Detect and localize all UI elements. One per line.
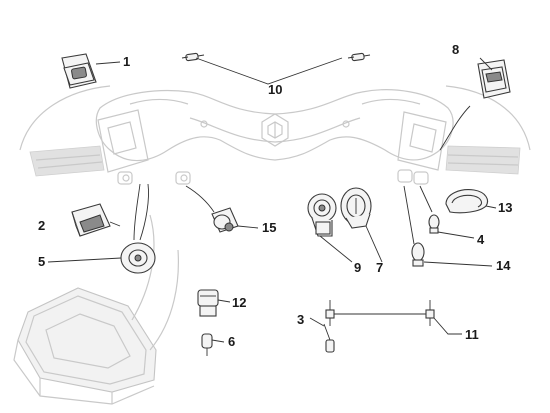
part-6-bulb <box>201 333 213 356</box>
callout-1: 1 <box>123 54 130 69</box>
bulb-right <box>347 52 371 62</box>
part-7-component <box>340 187 372 229</box>
part-5-switch <box>120 183 156 274</box>
callout-4: 4 <box>477 232 485 247</box>
part-12-socket <box>197 289 219 317</box>
part-10-bulbs <box>181 52 371 62</box>
callout-11: 11 <box>465 327 479 342</box>
callout-9: 9 <box>354 260 361 275</box>
part-2-switch <box>71 203 111 237</box>
part-15-switch <box>185 185 239 233</box>
part-11-bulbs <box>325 300 435 326</box>
instrument-panel-ghost <box>13 214 179 405</box>
handlebar-cover-ghost <box>19 85 531 185</box>
part-9-component <box>307 193 337 237</box>
callout-6: 6 <box>228 334 235 349</box>
bulb-left <box>181 52 205 62</box>
callout-10: 10 <box>268 82 282 97</box>
part-1-switch <box>61 53 97 89</box>
callout-15: 15 <box>262 220 276 235</box>
callout-13: 13 <box>498 200 512 215</box>
part-14-bulb <box>403 185 425 267</box>
callout-5: 5 <box>38 254 45 269</box>
callout-8: 8 <box>452 42 459 57</box>
part-13-switch <box>445 189 489 214</box>
part-8-switch <box>477 59 511 99</box>
callout-12: 12 <box>232 295 246 310</box>
callout-2: 2 <box>38 218 45 233</box>
leader-lines <box>47 57 497 343</box>
callout-3: 3 <box>297 312 304 327</box>
callout-numbers: 1 2 3 4 5 6 7 8 9 10 11 12 13 14 15 <box>38 42 512 349</box>
callout-14: 14 <box>496 258 511 273</box>
logo-emblem <box>261 113 289 147</box>
part-4-bulb <box>419 185 440 234</box>
part-3-bulb <box>323 323 335 353</box>
callout-7: 7 <box>376 260 383 275</box>
